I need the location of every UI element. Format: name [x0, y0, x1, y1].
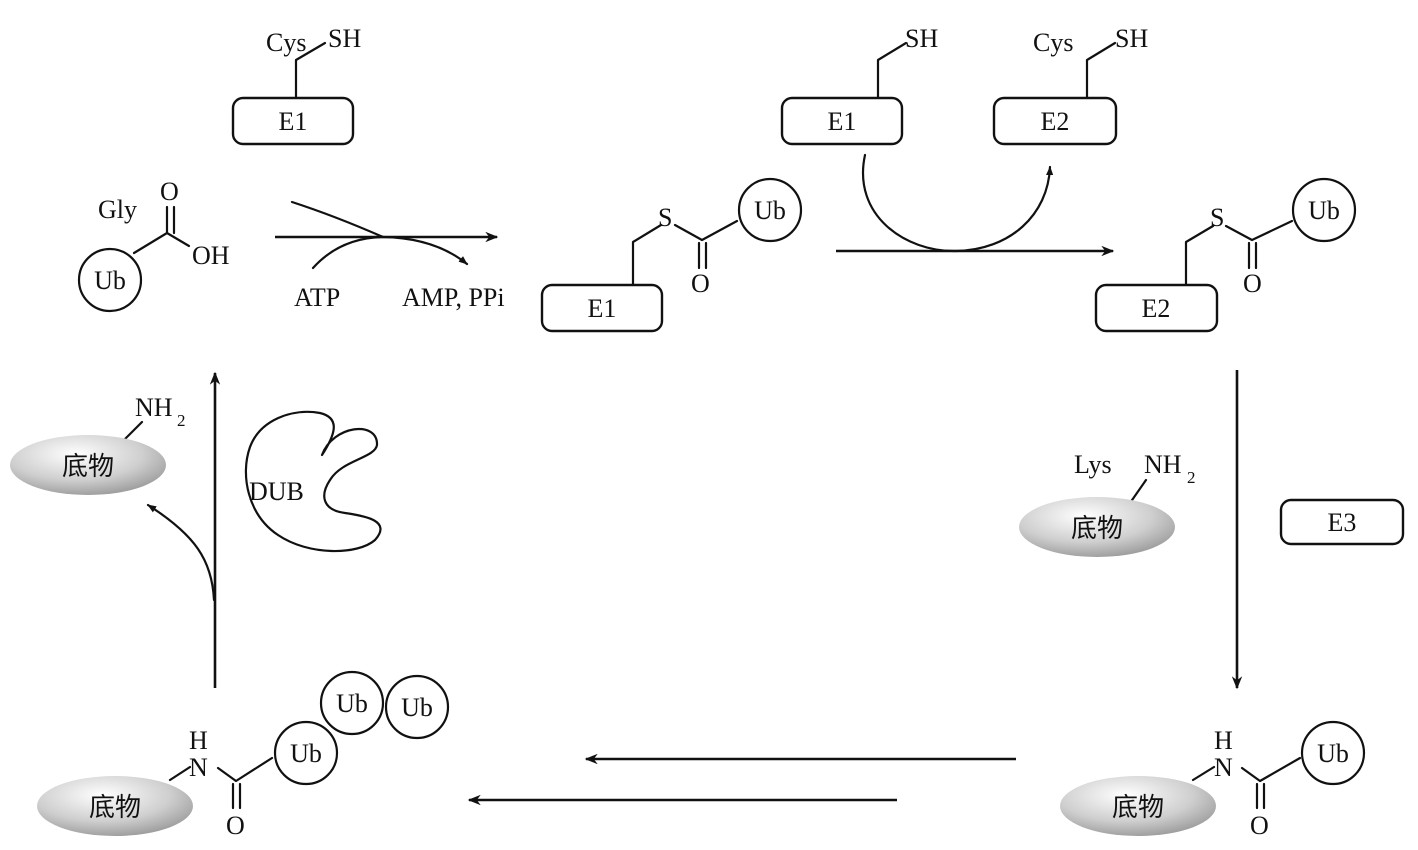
atp-in-curve: [290, 200, 385, 239]
gly-label: Gly: [98, 195, 137, 224]
e1-thioester-label: E1: [588, 294, 617, 323]
poly-ubiquitin-3: [384, 674, 450, 740]
e1-s-label: S: [658, 203, 672, 232]
e1-bound-ub-label: Ub: [754, 196, 786, 225]
e2-bound-ubiquitin: [1291, 177, 1357, 243]
e2-free-box: [992, 96, 1118, 146]
e2-sh-label: SH: [1115, 24, 1148, 53]
mono-amide-bonds: [1191, 756, 1302, 810]
mono-ubiquitin: [1300, 720, 1366, 786]
released-nh-label: NH: [135, 393, 173, 422]
lys-substrate-label: 底物: [1071, 514, 1123, 544]
released-substrate-label: 底物: [62, 452, 114, 482]
cys-sh-bond: [294, 41, 327, 99]
e2-ub-thioester: S O Ub E2: [1094, 177, 1357, 333]
e2-cys-sh-bond: [1085, 41, 1117, 99]
released-e1-sh-label: SH: [905, 24, 938, 53]
poly-ub-1-label: Ub: [290, 739, 322, 768]
poly-ub-2-label: Ub: [336, 689, 368, 718]
mono-carbonyl-o-label: O: [1250, 811, 1269, 840]
transfer-e1-to-e2: SH E1 Cys SH E2: [780, 24, 1148, 257]
e2-thioester-box: [1094, 283, 1219, 333]
e1-bound-ubiquitin: [737, 177, 803, 243]
dub-enzyme-shape: [244, 410, 382, 553]
poly-ubiquitinated-substrate: 底物 H N O Ub Ub Ub: [37, 670, 450, 840]
e1-thioester-bonds: [631, 219, 739, 287]
lys-nh-label: NH: [1144, 450, 1182, 479]
poly-ubiquitin-1: [273, 720, 339, 786]
poly-amide-n-label: N: [189, 753, 208, 782]
oh-label: OH: [192, 241, 230, 270]
sh-label: SH: [328, 24, 361, 53]
poly-amide-bonds: [168, 756, 274, 810]
poly-substrate-ellipse: [37, 776, 193, 836]
released-nh-subscript: 2: [177, 411, 186, 430]
e2-free-label: E2: [1041, 107, 1070, 136]
dub-label: DUB: [249, 477, 304, 506]
e1-ub-thioester: S O Ub E1: [540, 177, 803, 333]
e2-thioester-bonds: [1184, 219, 1294, 287]
lys-nh2-bond: [1128, 478, 1148, 505]
ubiquitin-carboxylic-acid: Gly O OH Ub: [77, 177, 230, 313]
e3-label: E3: [1328, 508, 1357, 537]
lys-substrate-ellipse: [1019, 497, 1175, 557]
released-substrate-ellipse: [10, 435, 166, 495]
lys-label: Lys: [1074, 450, 1112, 479]
activation-step: ATP AMP, PPi: [275, 200, 505, 312]
released-e1-box: [780, 96, 904, 146]
mono-ubiquitinated-substrate: 底物 H N O Ub: [1060, 720, 1366, 840]
poly-carbonyl-o-label: O: [226, 811, 245, 840]
lys-nh-subscript: 2: [1187, 468, 1196, 487]
atp-label: ATP: [294, 283, 340, 312]
released-substrate: NH 2 底物: [10, 393, 186, 495]
poly-ubiquitin-2: [319, 670, 385, 736]
substrate-release-curve: [146, 503, 216, 602]
mono-ub-label: Ub: [1317, 739, 1349, 768]
e1-thioester-box: [540, 283, 664, 333]
carbonyl-o-label: O: [160, 177, 179, 206]
e1-box: [231, 96, 355, 146]
e3-box: [1279, 498, 1405, 546]
poly-substrate-label: 底物: [89, 793, 141, 823]
mono-amide-h-label: H: [1214, 726, 1233, 755]
e1-carbonyl-o-label: O: [691, 269, 710, 298]
e2-carbonyl-o-label: O: [1243, 269, 1262, 298]
e2-thioester-label: E2: [1142, 294, 1171, 323]
e1-free: Cys SH E1: [231, 24, 361, 146]
mono-substrate-ellipse: [1060, 776, 1216, 836]
e2-cys-label: Cys: [1033, 28, 1073, 57]
poly-ub-3-label: Ub: [401, 693, 433, 722]
released-nh2-bond: [122, 420, 144, 442]
poly-amide-h-label: H: [189, 726, 208, 755]
deubiquitination-step: DUB: [146, 371, 382, 688]
released-e1-sh-bond: [876, 41, 908, 100]
e2-bound-ub-label: Ub: [1308, 196, 1340, 225]
e1-e2-exchange-curve: [862, 153, 1054, 253]
ubiquitin-circle: [77, 247, 143, 313]
e1-label: E1: [279, 107, 308, 136]
amp-ppi-label: AMP, PPi: [402, 283, 505, 312]
mono-substrate-label: 底物: [1112, 793, 1164, 823]
carboxyl-bonds: [132, 205, 191, 255]
released-e1-label: E1: [828, 107, 857, 136]
ub-label: Ub: [94, 266, 126, 295]
e2-s-label: S: [1210, 203, 1224, 232]
amp-out-curve: [311, 235, 469, 270]
mono-amide-n-label: N: [1214, 753, 1233, 782]
cys-label: Cys: [266, 28, 306, 57]
e3-ligation-step: Lys NH 2 底物 E3: [1019, 370, 1405, 690]
